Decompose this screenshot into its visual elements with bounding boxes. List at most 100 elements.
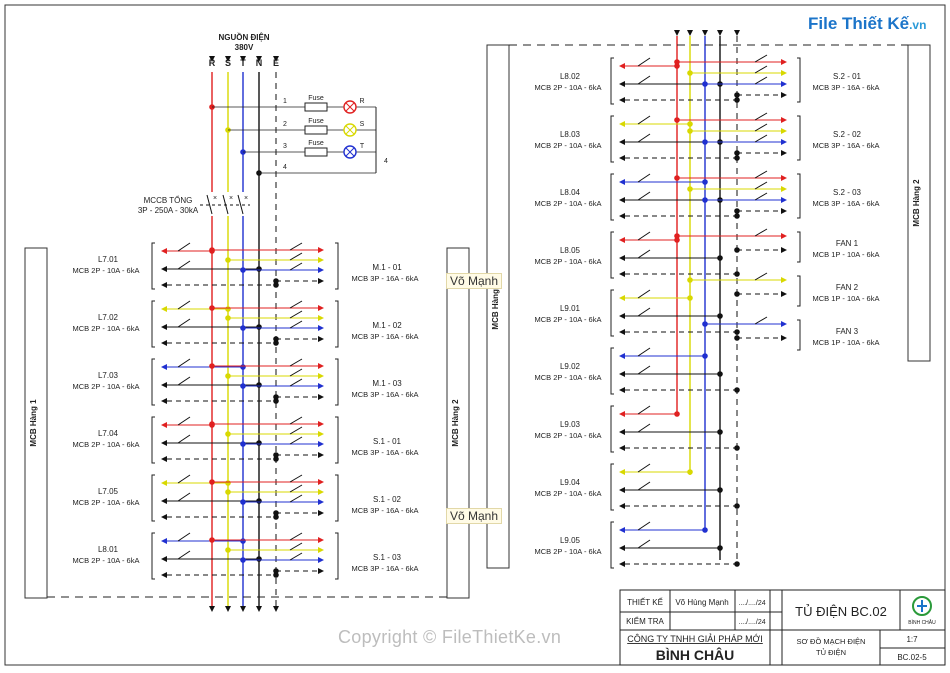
mid-tap-dot [240, 383, 246, 389]
r-switch [637, 405, 651, 415]
checked-label: KIỂM TRA [626, 617, 664, 626]
source-voltage: 380V [235, 43, 254, 52]
left-breaker-name: L7.01 [98, 255, 119, 264]
fuse-num: 3 [283, 143, 287, 150]
r-switch [637, 249, 651, 259]
mid-switch [289, 262, 303, 271]
right-busbar-group [674, 30, 740, 560]
right-right-breaker-name: S.2 - 03 [833, 188, 862, 197]
company-logo-icon [912, 596, 932, 616]
left-out-arrow [161, 364, 167, 370]
bus-end-arrow-e [273, 606, 279, 612]
mid-tap-dot [225, 315, 231, 321]
left-breaker-spec: MCB 2P - 10A - 6kA [73, 440, 140, 449]
rr-switch [754, 123, 768, 132]
mid-out-arrow [318, 305, 324, 311]
row-bar-right2 [907, 44, 931, 362]
left-tap-dot [225, 306, 231, 312]
right-right-breaker-spec: MCB 1P - 10A - 6kA [813, 250, 880, 259]
r-switch [637, 191, 651, 201]
right-source-arrow-r [674, 30, 680, 36]
left-e-dot [273, 456, 279, 462]
mid-switch [289, 474, 303, 483]
designed-date: ..../..../24 [738, 600, 765, 607]
left-e-dot [273, 282, 279, 288]
left-out-arrow [161, 306, 167, 312]
mid-tap-dot [273, 278, 279, 284]
rr-out-arrow [781, 59, 787, 65]
mid-switch [289, 242, 303, 251]
mid-out-arrow [318, 421, 324, 427]
rr-out-arrow [781, 117, 787, 123]
mid-out-arrow [318, 373, 324, 379]
rr-out-arrow [781, 197, 787, 203]
mid-switch [289, 542, 303, 551]
mid-out-arrow [318, 363, 324, 369]
mid-out-arrow [318, 315, 324, 321]
r-out-arrow [619, 487, 625, 493]
left-breaker-spec: MCB 2P - 10A - 6kA [73, 498, 140, 507]
rr-out-arrow [781, 175, 787, 181]
mid-out-arrow [318, 568, 324, 574]
left-out-arrow [161, 456, 167, 462]
r-e-dot [734, 561, 740, 567]
mid-tap-dot [209, 363, 215, 369]
left-breaker-name: L7.04 [98, 429, 119, 438]
source-arrow-s [225, 56, 231, 62]
lamp-phase: R [359, 98, 364, 105]
lamp-cross [345, 102, 355, 112]
rr-tap-dot [734, 247, 740, 253]
r-n-dot [717, 371, 723, 377]
mccb-title: MCCB TỔNG [144, 196, 193, 205]
r-out-arrow [619, 63, 625, 69]
left-out-arrow [161, 282, 167, 288]
drawing-title-2: TỦ ĐIỆN [816, 648, 846, 657]
rr-switch [754, 54, 768, 63]
r-out-arrow [619, 469, 625, 475]
right-right-breaker-name: FAN 1 [836, 239, 859, 248]
mid-switch [289, 320, 303, 329]
r-tap-dot [702, 179, 708, 185]
bus-end-arrow-t [240, 606, 246, 612]
mid-bracket [335, 532, 339, 580]
mid-out-arrow [318, 247, 324, 253]
row-label-right1: MCB Hàng 1 [491, 282, 500, 330]
mccb-spec: 3P - 250A - 30kA [138, 206, 199, 215]
left-out-arrow [161, 248, 167, 254]
mid-switch [289, 494, 303, 503]
rr-bracket [797, 57, 801, 103]
r-out-arrow [619, 121, 625, 127]
rr-out-arrow [781, 186, 787, 192]
fuse-num: 4 [283, 164, 287, 171]
fuse-symbol [304, 147, 328, 157]
right-left-breaker-name: L9.05 [560, 536, 581, 545]
right-left-breaker-name: L8.04 [560, 188, 581, 197]
mid-tap-dot [240, 499, 246, 505]
rr-tap-dot [734, 291, 740, 297]
checked-date: ..../..../24 [738, 619, 765, 626]
left-out-arrow [161, 572, 167, 578]
rr-out-arrow [781, 277, 787, 283]
right-right-breaker-name: FAN 3 [836, 327, 859, 336]
r-switch [637, 521, 651, 531]
r-n-dot [717, 255, 723, 261]
right-left-breaker-spec: MCB 2P - 10A - 6kA [535, 373, 602, 382]
r-out-arrow [619, 545, 625, 551]
mid-bracket [335, 242, 339, 290]
rr-out-arrow [781, 321, 787, 327]
mid-tap-dot [225, 431, 231, 437]
right-left-breaker-name: L8.02 [560, 72, 581, 81]
r-out-arrow [619, 255, 625, 261]
right-left-breaker-name: L9.04 [560, 478, 581, 487]
right-left-breaker-name: L8.03 [560, 130, 581, 139]
right-right-breaker-spec: MCB 1P - 10A - 6kA [813, 294, 880, 303]
drawing-title-1: SƠ ĐỒ MẠCH ĐIỆN [797, 636, 866, 646]
company-line2: BÌNH CHÂU [656, 646, 735, 663]
right-source-arrow-s [687, 30, 693, 36]
r-out-arrow [619, 97, 625, 103]
rr-tap-dot [674, 117, 680, 123]
lamp-cross [345, 147, 355, 157]
right-left-breaker-spec: MCB 2P - 10A - 6kA [535, 257, 602, 266]
